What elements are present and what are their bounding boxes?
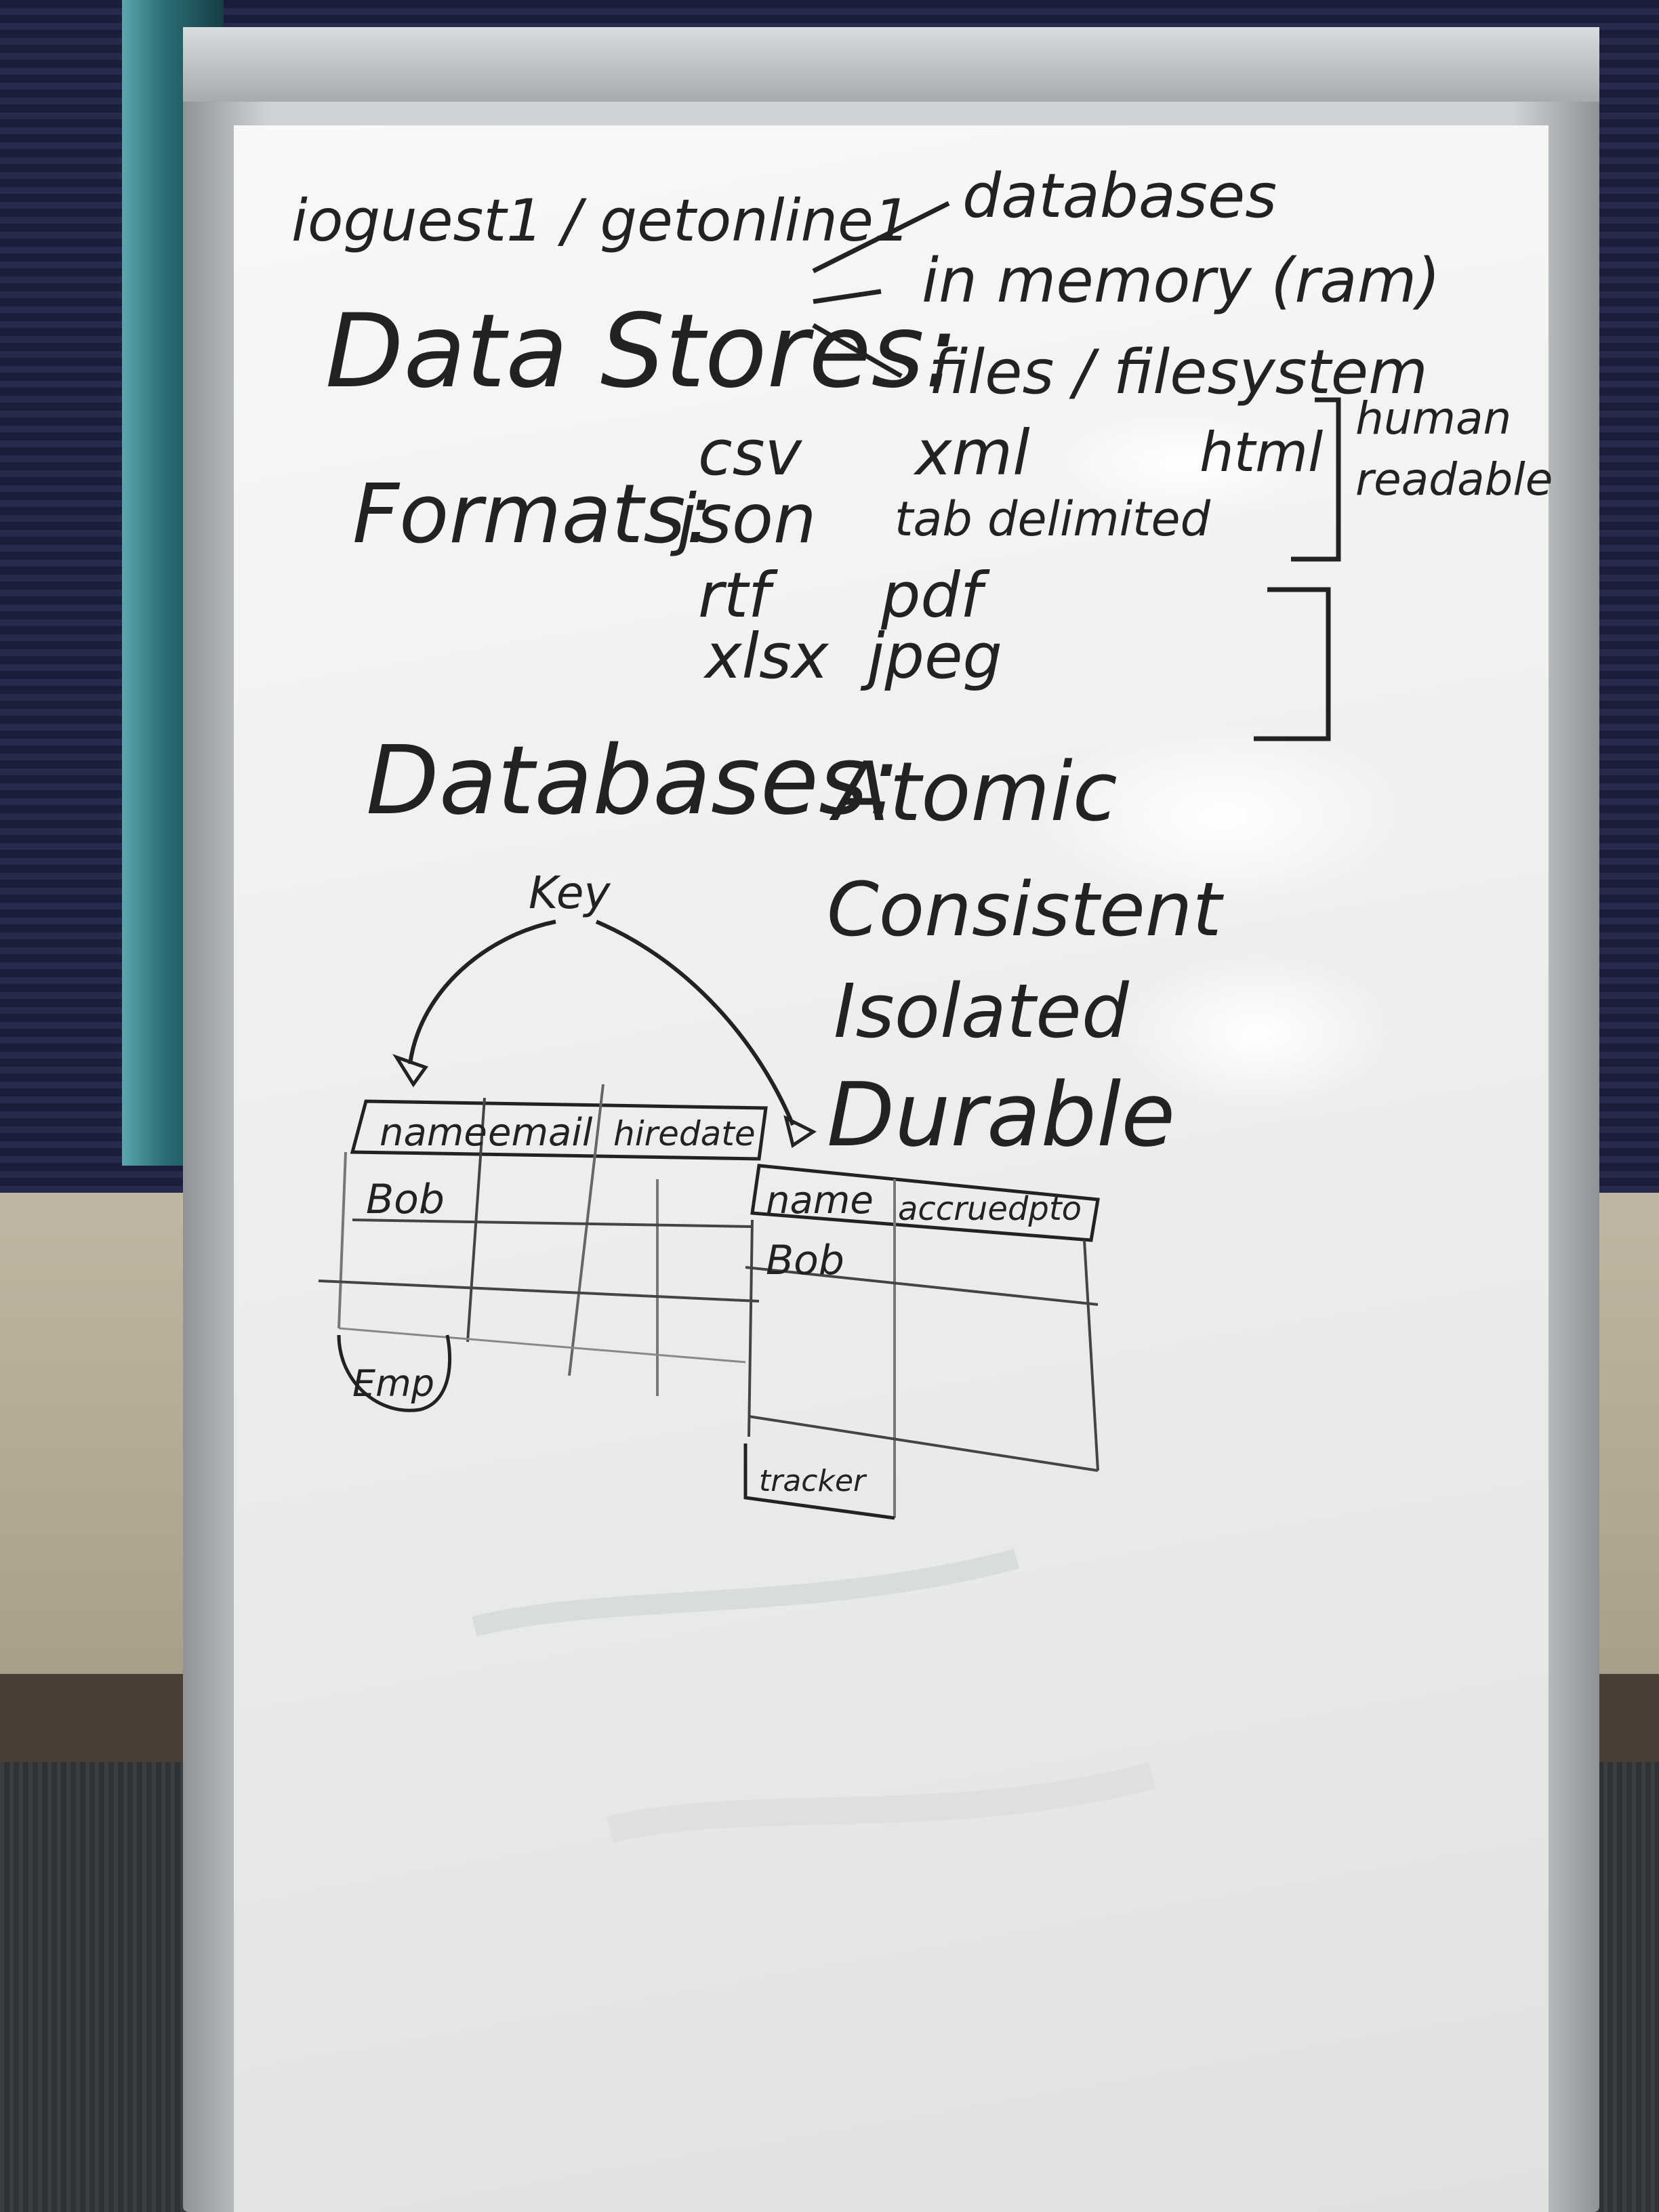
emp-cell: Bob xyxy=(366,1176,445,1223)
bracket xyxy=(1254,587,1331,741)
tracker-column-header: accruedpto xyxy=(898,1190,1082,1228)
format-item: jpeg xyxy=(860,620,1002,693)
emp-column-header: hiredate xyxy=(613,1114,756,1153)
acid-item: Atomic xyxy=(829,745,1118,840)
tracker-column-header: name xyxy=(766,1179,874,1223)
glare xyxy=(1115,952,1399,1115)
tracker-table: name accruedpto Bob tracker xyxy=(743,1164,1100,1520)
format-item: json xyxy=(670,479,816,558)
bracket-note: readable xyxy=(1355,453,1553,506)
data-store-item: files / filesystem xyxy=(928,337,1428,408)
login-text: ioguest1 / getonline1 xyxy=(291,187,911,255)
format-item: pdf xyxy=(880,559,990,632)
format-item: xlsx xyxy=(703,620,830,693)
branch-line xyxy=(813,289,882,304)
emp-table-label: Emp xyxy=(352,1362,434,1405)
formats-label: Formats: xyxy=(352,468,713,562)
glare xyxy=(1047,410,1318,518)
key-arrow xyxy=(595,920,795,1126)
erased-smudge xyxy=(472,1549,1019,1637)
data-store-item: in memory (ram) xyxy=(922,245,1440,316)
data-store-item: databases xyxy=(962,161,1277,232)
format-item: csv xyxy=(698,417,803,489)
emp-table: name email hiredate Bob Emp xyxy=(318,1084,768,1412)
arrow-head xyxy=(783,1115,817,1149)
format-item: xml xyxy=(913,417,1030,489)
arrow-head xyxy=(392,1054,428,1088)
branch-line xyxy=(812,323,903,379)
acid-item: Consistent xyxy=(827,866,1225,953)
data-stores-label: Data Stores: xyxy=(325,293,958,411)
whiteboard-top-rail xyxy=(183,27,1599,102)
key-label: Key xyxy=(529,867,611,919)
acid-item: Durable xyxy=(827,1063,1175,1166)
whiteboard-surface xyxy=(234,125,1549,2212)
branch-line xyxy=(812,201,950,274)
format-item: rtf xyxy=(698,559,778,632)
format-item: tab delimited xyxy=(895,491,1211,547)
tracker-table-label: tracker xyxy=(759,1464,867,1498)
acid-item: Isolated xyxy=(834,968,1130,1054)
emp-column-header: name xyxy=(380,1111,487,1155)
bracket-note: human xyxy=(1355,392,1511,445)
databases-label: Databases: xyxy=(366,726,900,836)
emp-column-header: email xyxy=(488,1111,593,1155)
glare xyxy=(1033,722,1413,912)
key-arrow xyxy=(408,920,556,1065)
erased-smudge xyxy=(607,1762,1156,1843)
tracker-cell: Bob xyxy=(766,1237,844,1284)
bracket xyxy=(1291,397,1341,562)
format-item: html xyxy=(1200,421,1323,484)
